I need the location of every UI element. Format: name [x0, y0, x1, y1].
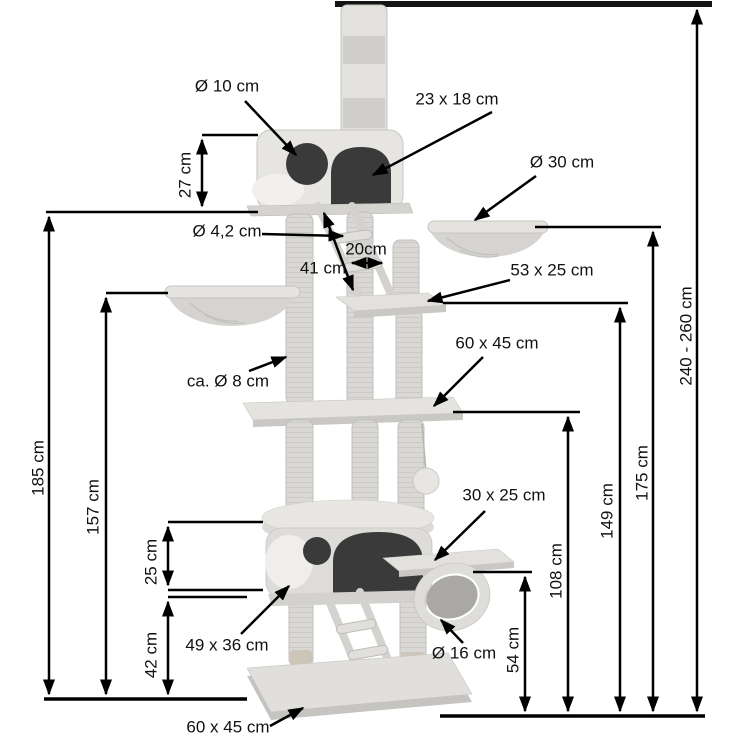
dimension-lines: [43, 8, 705, 718]
pole-band: [343, 36, 385, 64]
top-house-arch-opening: [331, 147, 391, 207]
base-board-60x45: [246, 652, 473, 720]
pompom-ball: [412, 467, 440, 495]
lower-house-base-plate: [268, 590, 436, 606]
dim-label-ladder-length: 41 cm: [299, 258, 347, 278]
pompom-string: [421, 423, 427, 473]
plush-highlight: [265, 535, 313, 589]
post-foot-cap: [290, 650, 312, 665]
ceiling-rail: [335, 1, 712, 7]
dim-label-small-platform-size: 30 x 25 cm: [462, 485, 546, 505]
post: [285, 419, 314, 513]
upper-platform-53x25: [335, 292, 447, 318]
dim-label-total-height: 240 - 260 cm: [676, 286, 696, 386]
basket-rim: [427, 220, 549, 234]
plush-highlight: [252, 174, 304, 206]
tube-interior: [426, 575, 478, 619]
pointer-tube: [439, 618, 464, 644]
dim-label-tube-diameter: Ø 16 cm: [431, 643, 497, 663]
pointer-arrows: [240, 100, 537, 728]
arrow-ladder-length: [322, 211, 355, 292]
dim-label-house-height-27: 27 cm: [175, 151, 195, 199]
lower-house-round-hole: [303, 537, 331, 565]
lower-house-arch-opening: [333, 532, 423, 598]
basket-rim: [164, 285, 301, 299]
post: [285, 213, 314, 405]
dim-label-right-hammock-diameter: Ø 30 cm: [529, 152, 595, 172]
pointer-middle-platform: [432, 356, 484, 408]
dim-label-house-height-25: 25 cm: [141, 538, 161, 586]
pointer-top-opening: [371, 110, 493, 177]
ladder-rung: [335, 618, 377, 635]
lower-cat-house: [261, 499, 436, 606]
ladder-rung: [347, 644, 389, 661]
dim-label-height-185: 185 cm: [28, 440, 48, 496]
dim-label-height-54: 54 cm: [503, 626, 523, 674]
dim-label-rung-diameter: Ø 4,2 cm: [192, 221, 262, 241]
dim-label-height-175: 175 cm: [632, 445, 652, 501]
top-tension-pole: [340, 4, 388, 136]
dim-label-upper-platform-size: 53 x 25 cm: [510, 260, 594, 280]
scratching-posts-lower: [285, 419, 427, 669]
dim-label-height-157: 157 cm: [83, 479, 103, 535]
tube-rim: [414, 563, 490, 631]
pointer-post: [248, 355, 288, 373]
dim-label-height-42: 42 cm: [141, 631, 161, 679]
post: [395, 309, 423, 411]
pompom-toy: [412, 423, 440, 495]
ladder-rail: [348, 202, 397, 303]
dim-label-middle-platform-size: 60 x 45 cm: [455, 333, 539, 353]
right-hammock-basket: [427, 220, 549, 258]
pointer-right-hammock: [473, 174, 537, 222]
pointer-small-platform: [433, 510, 486, 562]
dim-label-lower-house-size: 49 x 36 cm: [185, 635, 269, 655]
dim-label-height-149: 149 cm: [597, 483, 617, 539]
basket-bowl: [430, 230, 545, 257]
basket-bowl: [168, 296, 294, 326]
post: [392, 239, 420, 303]
pointer-upper-platform: [426, 278, 511, 304]
pole-band: [343, 98, 385, 128]
pointer-top-hole: [244, 100, 298, 157]
left-hammock-basket: [164, 285, 301, 326]
top-cat-house: [246, 129, 414, 217]
dim-label-ladder-width: 20cm: [345, 239, 387, 259]
dim-label-height-108: 108 cm: [546, 543, 566, 599]
play-tube: [413, 562, 491, 632]
cat-tree-illustration: [164, 1, 712, 720]
dim-label-base-board-size: 60 x 45 cm: [186, 717, 270, 736]
dim-label-top-house-opening: 23 x 18 cm: [415, 89, 499, 109]
dim-label-post-diameter: ca. Ø 8 cm: [186, 371, 270, 391]
pointer-base-board: [269, 706, 305, 728]
pointer-lower-house: [240, 584, 291, 635]
dim-label-top-hole-diameter: Ø 10 cm: [194, 76, 260, 96]
